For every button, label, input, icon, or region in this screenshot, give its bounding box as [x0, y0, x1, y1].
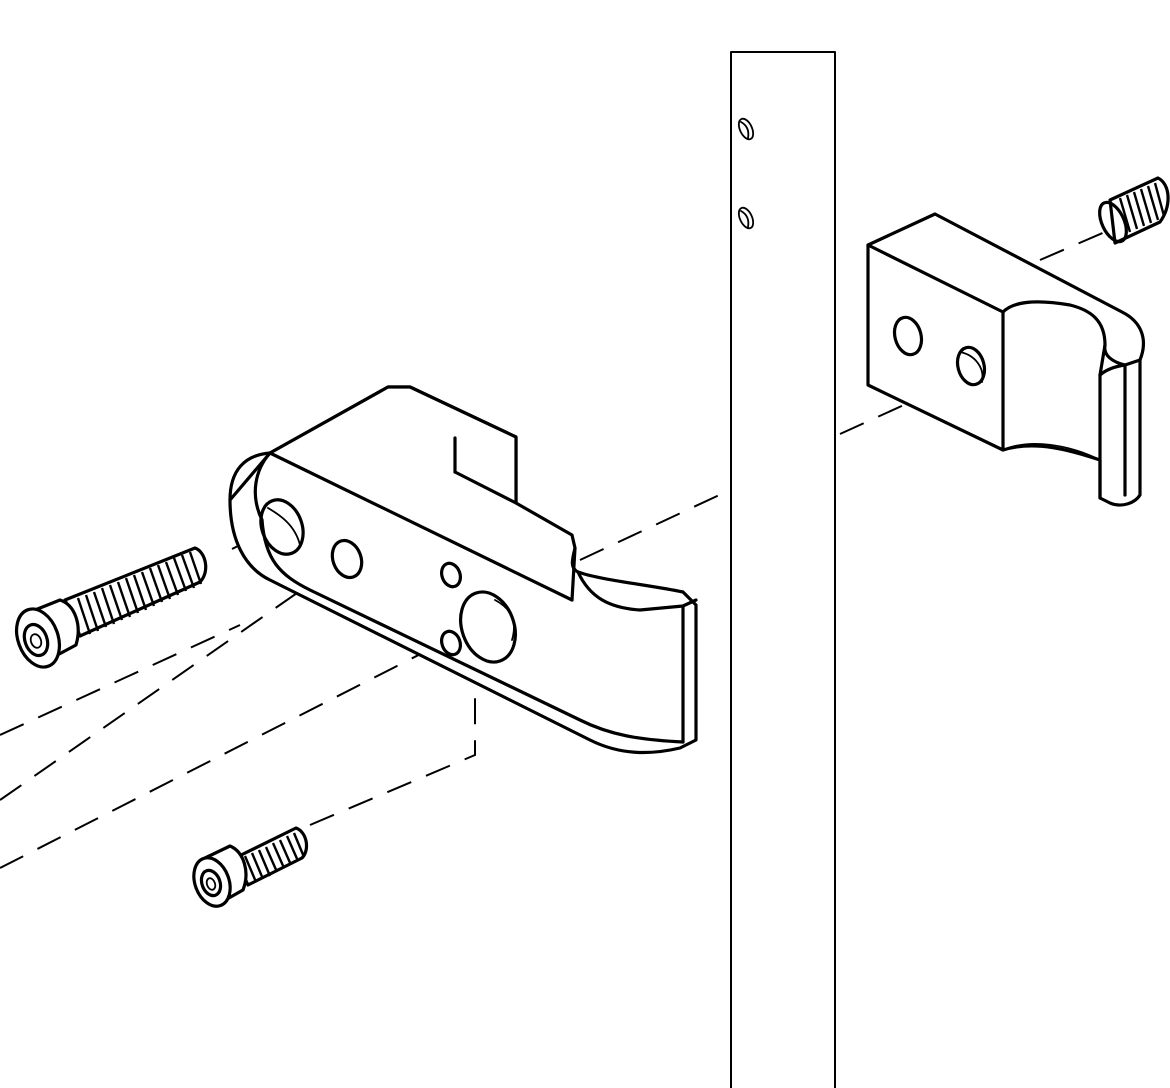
mounting-bracket — [228, 385, 698, 755]
set-screw — [1098, 176, 1170, 245]
clamp-hole-left — [892, 315, 924, 357]
axis-line-6 — [579, 489, 731, 561]
hex-socket-icon — [22, 622, 50, 658]
axis-line-8 — [1039, 231, 1106, 261]
rail-hole-lower — [737, 206, 755, 230]
assembly-axes — [0, 231, 1106, 869]
bracket-hole-large — [259, 498, 305, 556]
rail-hole-upper — [737, 117, 755, 141]
bracket-hole-medium — [330, 538, 364, 580]
axis-line-5 — [309, 675, 476, 826]
clamp-block — [866, 212, 1145, 507]
axis-line-7 — [839, 374, 971, 435]
clamp-hole-right — [955, 345, 987, 387]
bracket-hole-small-lower — [439, 629, 463, 657]
bracket-hole-small-upper — [439, 561, 463, 589]
long-socket-cap-screw — [14, 546, 208, 669]
axis-line-3 — [0, 639, 449, 869]
short-socket-cap-screw — [192, 826, 309, 908]
axis-line-1 — [0, 624, 241, 736]
vertical-rail — [730, 51, 836, 1088]
hex-socket-icon — [199, 868, 223, 898]
axis-line-2 — [0, 569, 331, 801]
